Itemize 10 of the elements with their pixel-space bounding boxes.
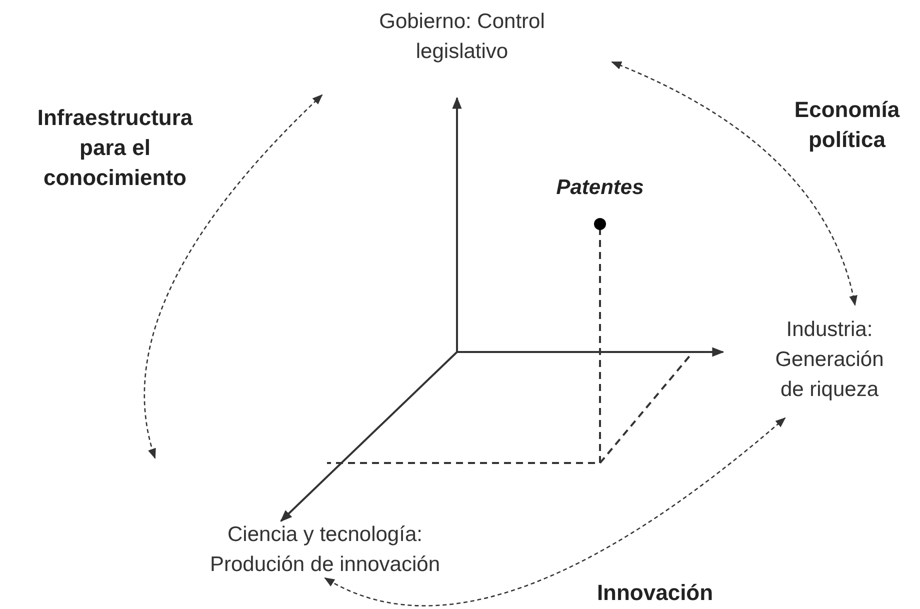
edge-label: Innovación (596, 579, 714, 607)
edge-label: Infraestructura para el conocimiento (36, 104, 194, 192)
node-label: Ciencia y tecnología: Produción de innovación (209, 522, 441, 578)
dotted-arrow (324, 417, 786, 606)
edge-label: Economía política (793, 96, 901, 154)
dotted-arrow (611, 61, 857, 306)
node-label: Gobierno: Control legislativo (378, 9, 546, 65)
node-label: Industria: Generación de riqueza (774, 317, 885, 403)
dotted-arrow (144, 94, 323, 459)
point-label: Patentes (555, 175, 645, 201)
